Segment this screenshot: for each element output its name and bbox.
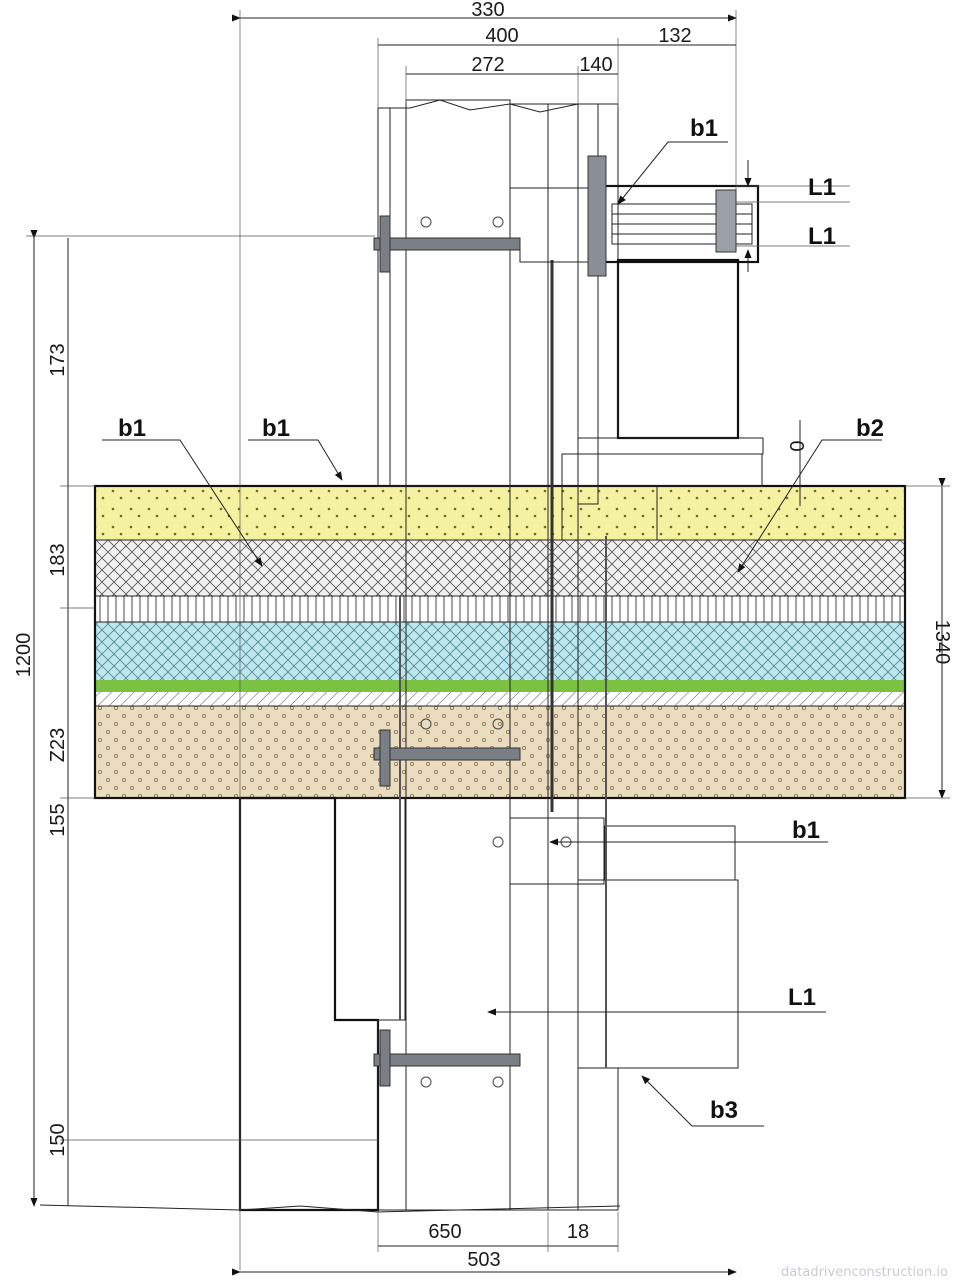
dimensions-right: 1340 0: [736, 160, 953, 799]
dim-z23: Z23: [47, 728, 69, 762]
dim-155: 155: [47, 803, 69, 836]
hatched-strip: [95, 692, 905, 706]
label-l1-mid: L1: [788, 984, 816, 1011]
connection-block-upper: [509, 187, 599, 263]
label-b2: b2: [856, 415, 884, 442]
dimensions-top: 330 400 272 140 132: [231, 0, 737, 1270]
cladding-strip-lower: [577, 1067, 619, 1211]
soil-block-right: [577, 879, 739, 1069]
insulation-layer-yellow: [95, 486, 905, 540]
screed-layer: [95, 540, 905, 596]
dim-150: 150: [47, 1123, 69, 1156]
watermark: datadrivenconstruction.io: [781, 1265, 948, 1280]
label-l1-upper: L1: [808, 174, 836, 201]
dim-400: 400: [485, 25, 518, 47]
masonry-block-upper: [616, 258, 740, 440]
sand-strip: [577, 437, 764, 455]
membrane-layer-blue: [95, 622, 905, 680]
dimensions-bottom: 650 18 503: [231, 1212, 737, 1276]
stripe-block-right: [604, 825, 736, 881]
sand-layer-vertical: [547, 103, 579, 1211]
slab-layers: [93, 484, 907, 800]
dim-183: 183: [47, 543, 69, 576]
ledge-block: [561, 453, 763, 487]
dim-503: 503: [467, 1249, 500, 1271]
dimensions-left: 173 183 1200 Z23 155 150: [13, 229, 378, 1207]
dim-0: 0: [787, 440, 809, 451]
soil-block-left: [334, 797, 406, 1021]
dim-18: 18: [567, 1221, 589, 1243]
vapour-layer: [95, 596, 905, 622]
label-l1-lower: L1: [808, 223, 836, 250]
label-b1-mid: b1: [792, 817, 820, 844]
label-b1-top: b1: [690, 115, 718, 142]
bracket-upper: [373, 237, 521, 251]
dim-1200: 1200: [13, 633, 35, 678]
green-layer: [95, 680, 905, 692]
label-b3: b3: [710, 1097, 738, 1124]
wall-insulation-strip: [389, 107, 407, 487]
dim-272: 272: [471, 54, 504, 76]
connection-block-lower: [509, 817, 605, 885]
foundation-hatched-left: [238, 796, 380, 1212]
vertical-wall: [39, 99, 621, 1213]
dim-330: 330: [471, 0, 504, 21]
bracket-middle: [373, 747, 521, 761]
dim-140: 140: [579, 54, 612, 76]
steel-brackets: [373, 215, 572, 1088]
bracket-lower: [373, 1053, 521, 1067]
ledge-block-lower: [561, 485, 658, 541]
label-b1-left-b: b1: [262, 415, 290, 442]
dim-173: 173: [47, 343, 69, 376]
dim-650: 650: [428, 1221, 461, 1243]
label-b1-left-a: b1: [118, 415, 146, 442]
upper-anchor-assembly: [587, 155, 760, 277]
labels: b1 L1 L1 b1 b1 b2 b1 L1 b3: [118, 115, 884, 1124]
dim-1340: 1340: [931, 620, 953, 665]
dim-132: 132: [658, 25, 691, 47]
leader-lines: [102, 141, 882, 1127]
